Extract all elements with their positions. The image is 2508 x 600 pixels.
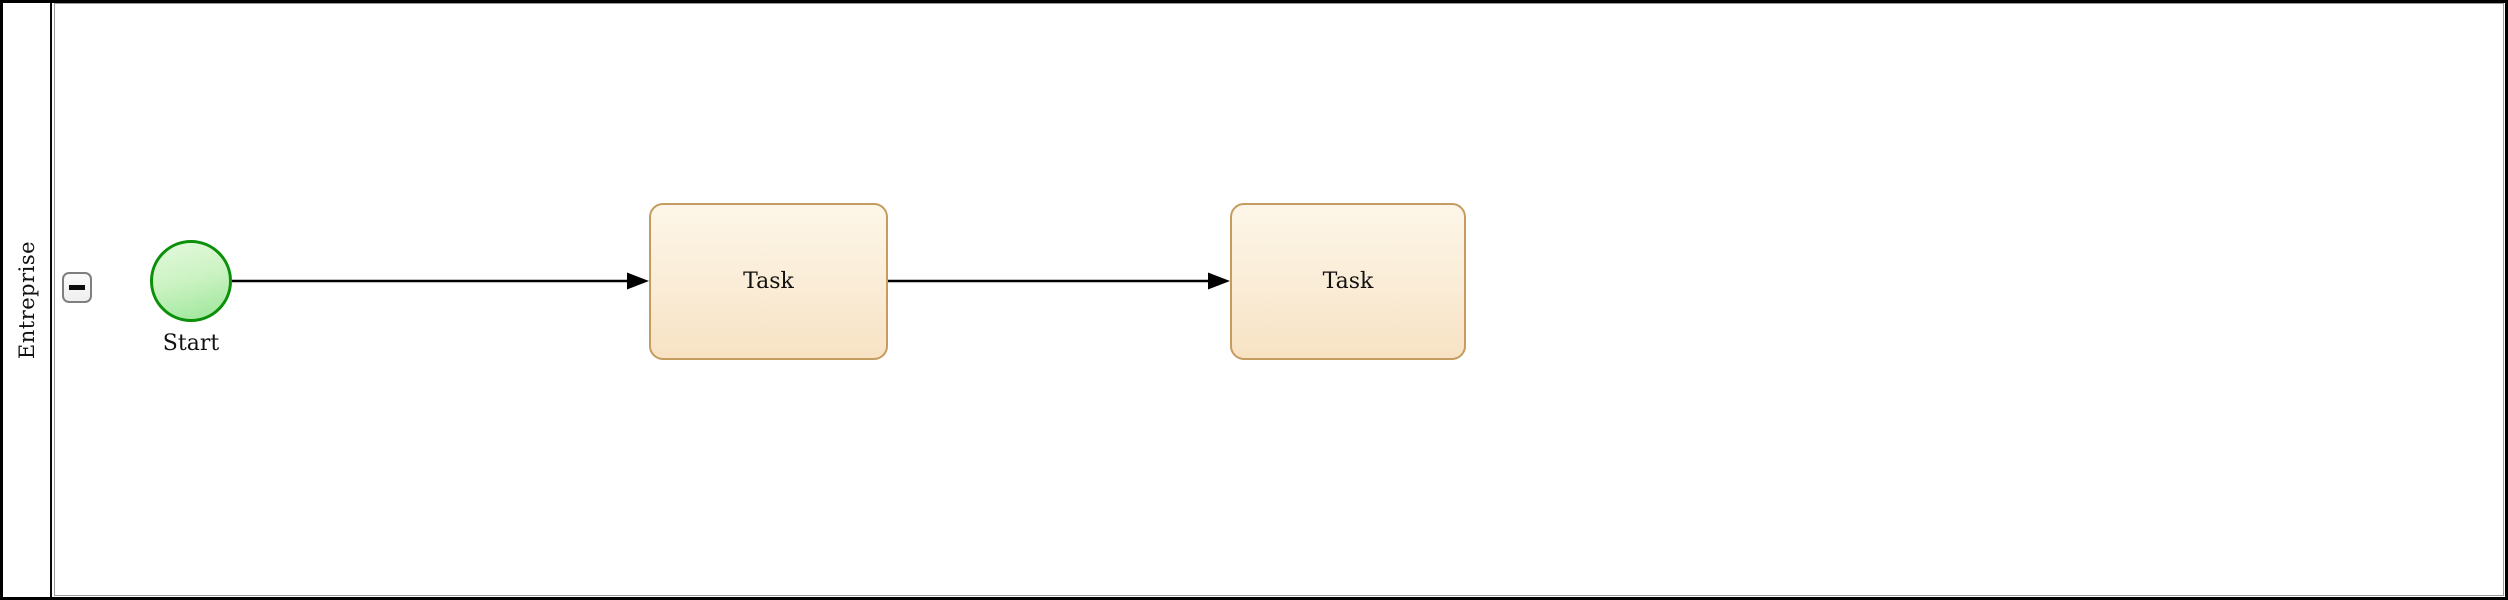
arrowhead-icon xyxy=(1208,272,1230,290)
arrowhead-icon xyxy=(627,272,649,290)
task-node-2[interactable]: Task xyxy=(1230,203,1466,360)
minus-icon xyxy=(69,285,85,290)
sequence-flow-start-task1[interactable] xyxy=(232,272,649,290)
collapse-button[interactable] xyxy=(62,272,92,303)
start-event-label: Start xyxy=(162,331,220,356)
task-node-1[interactable]: Task xyxy=(649,203,888,360)
start-event[interactable] xyxy=(150,240,232,322)
pool-label-strip[interactable]: Entreprise xyxy=(3,3,52,597)
sequence-flow-task1-task2[interactable] xyxy=(888,272,1230,290)
lane-entreprise[interactable] xyxy=(54,3,2504,596)
pool-label: Entreprise xyxy=(14,240,39,360)
